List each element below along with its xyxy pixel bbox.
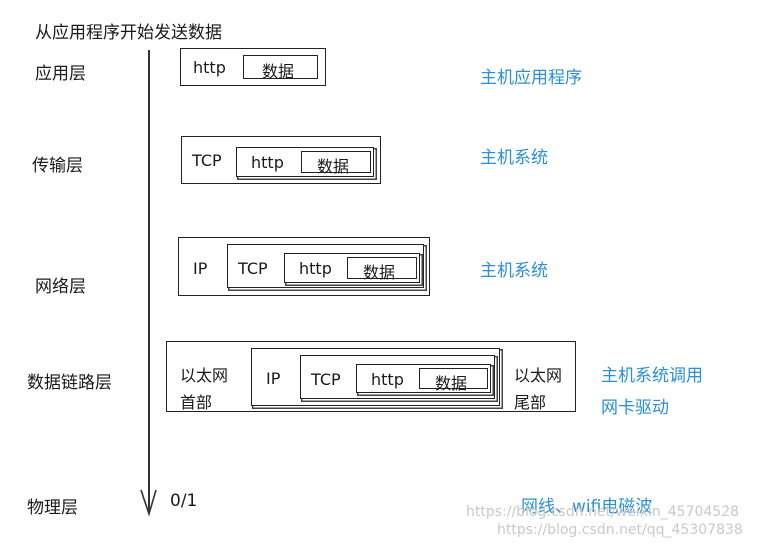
diagram-title: 从应用程序开始发送数据 [35,23,222,43]
transport-packet-inner: TCP http 数据 [227,244,424,288]
tcp-label: TCP [311,370,341,389]
datalink-frame: 以太网 首部 IP TCP http 数据 以太网 尾部 [166,341,576,412]
tcp-label: TCP [192,151,222,170]
layer-desc-network: 主机系统 [480,261,548,281]
data-label: 数据 [317,157,350,176]
eth-trailer-line2: 尾部 [514,393,547,412]
layer-label-transport: 传输层 [32,156,83,176]
axis-arrow-icon [140,489,157,517]
layer-desc-datalink-line1: 主机系统调用 [601,366,703,386]
layer-label-application: 应用层 [35,64,86,84]
data-label: 数据 [262,62,295,81]
http-label: http [299,259,332,278]
layer-label-physical: 物理层 [27,498,78,518]
transport-packet: TCP http 数据 [181,136,381,184]
data-box: 数据 [301,151,371,176]
http-label: http [193,58,226,77]
app-packet: http 数据 [180,48,326,86]
data-box: 数据 [419,368,488,393]
watermark-line2: https://blog.csdn.net/qq_45307838 [497,522,743,538]
network-packet: IP TCP http 数据 [178,237,430,296]
http-label: http [251,153,284,172]
transport-packet-inner: TCP http 数据 [300,355,495,399]
layer-desc-application: 主机应用程序 [480,68,582,88]
network-packet-inner: IP TCP http 数据 [251,348,500,406]
data-label: 数据 [435,374,468,393]
layer-axis-line [148,50,150,512]
app-packet-inner: http 数据 [356,364,491,393]
app-packet-inner: http 数据 [284,253,420,283]
layer-desc-physical: 网线、wifi电磁波 [521,497,653,517]
eth-header-line2: 首部 [180,393,213,412]
app-packet-inner: http 数据 [236,147,374,177]
layer-label-datalink: 数据链路层 [27,373,112,393]
physical-bits: 0/1 [170,491,198,511]
layer-desc-transport: 主机系统 [480,148,548,168]
tcp-label: TCP [238,259,268,278]
ip-label: IP [266,369,281,388]
watermark-line1: https://blog.csdn.net/weixin_45704528 [466,504,740,520]
data-box: 数据 [243,55,318,81]
data-box: 数据 [347,257,417,282]
layer-desc-datalink-line2: 网卡驱动 [601,398,669,418]
layer-label-network: 网络层 [35,277,86,297]
eth-trailer-line1: 以太网 [514,366,563,385]
eth-header-line1: 以太网 [180,366,229,385]
data-label: 数据 [363,263,396,282]
ip-label: IP [193,259,208,278]
http-label: http [371,370,404,389]
